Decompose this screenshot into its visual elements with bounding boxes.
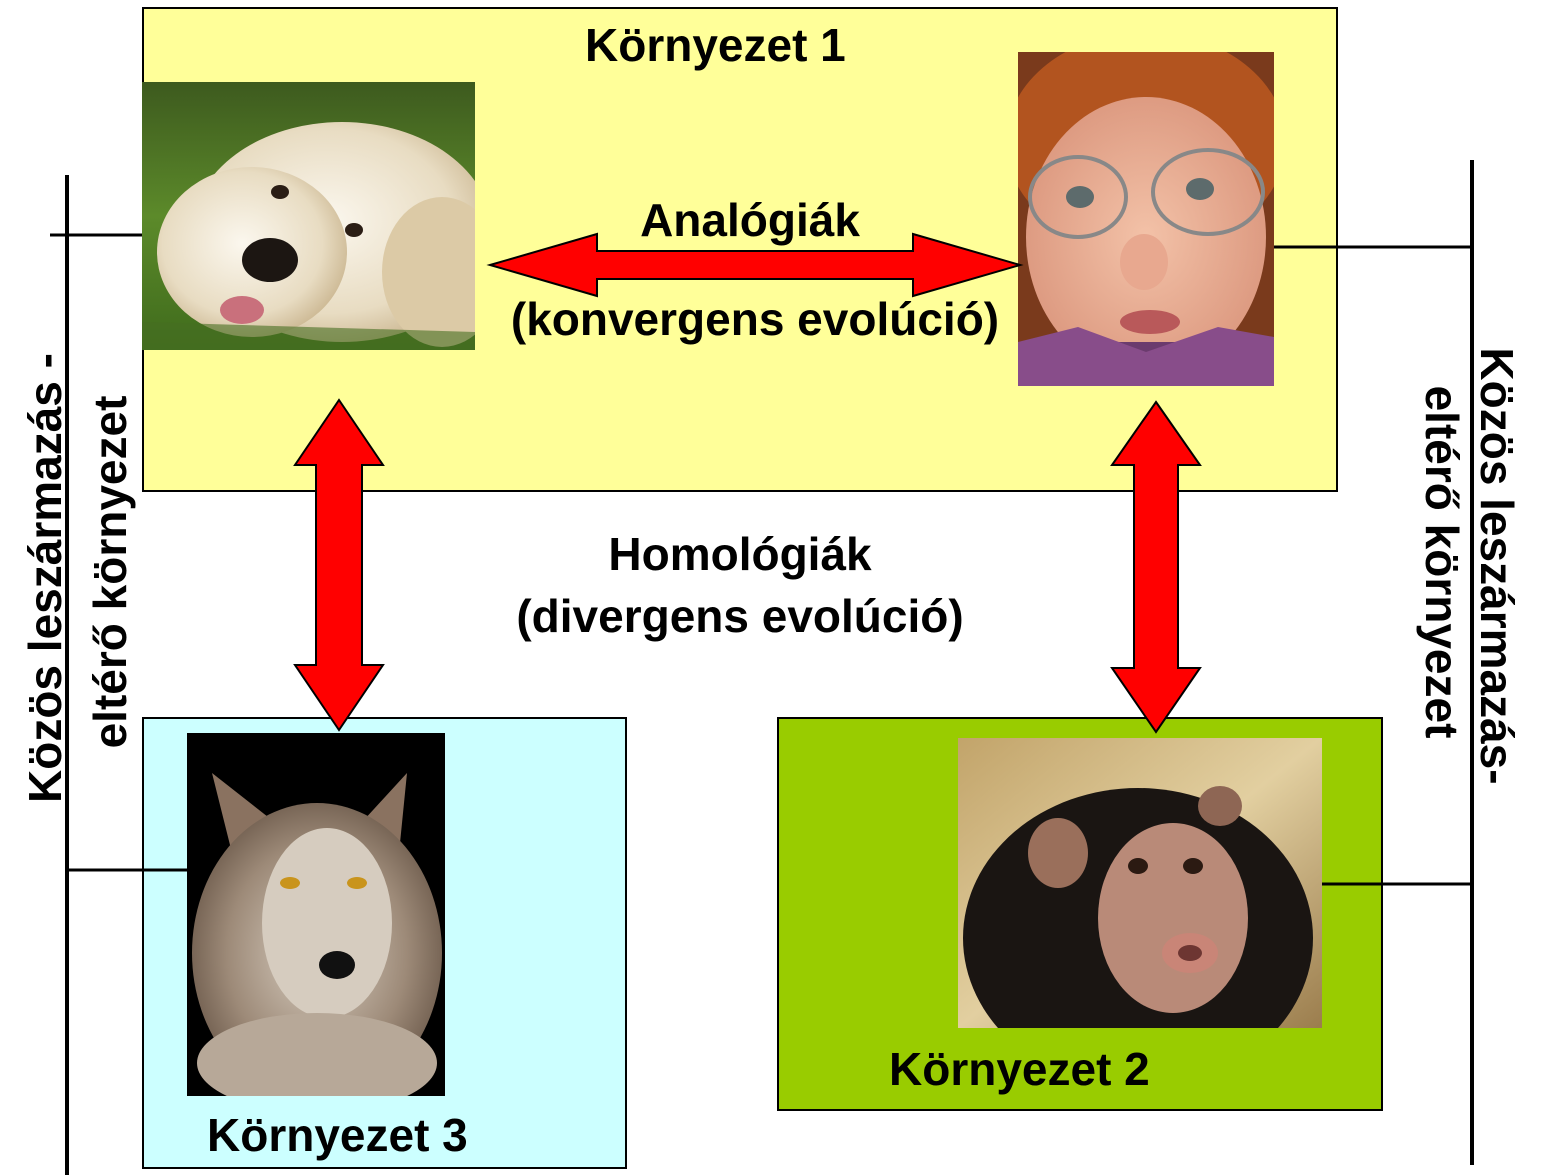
dog-photo (142, 82, 475, 350)
analogy-double-arrow (486, 232, 1024, 298)
homology-right-double-arrow (1110, 400, 1202, 734)
left-side-label-line1: Közös leszármazás - (19, 353, 71, 803)
chimpanzee-photo (958, 738, 1322, 1028)
analogy-title: Analógiák (640, 194, 860, 246)
environment-3-label: Környezet 3 (207, 1109, 468, 1161)
left-side-label-line2: eltérő környezet (84, 395, 136, 749)
right-side-label-line2: eltérő környezet (1416, 385, 1468, 739)
wolf-photo (187, 733, 445, 1096)
environment-2-label: Környezet 2 (889, 1043, 1150, 1095)
boy-photo (1018, 52, 1274, 386)
homology-subtitle: (divergens evolúció) (516, 590, 964, 642)
right-side-label-line1: Közös leszármazás- (1471, 347, 1523, 785)
analogy-subtitle: (konvergens evolúció) (510, 293, 1000, 345)
environment-1-label: Környezet 1 (585, 19, 846, 71)
homology-title: Homológiák (608, 528, 872, 580)
homology-left-double-arrow (293, 398, 385, 732)
